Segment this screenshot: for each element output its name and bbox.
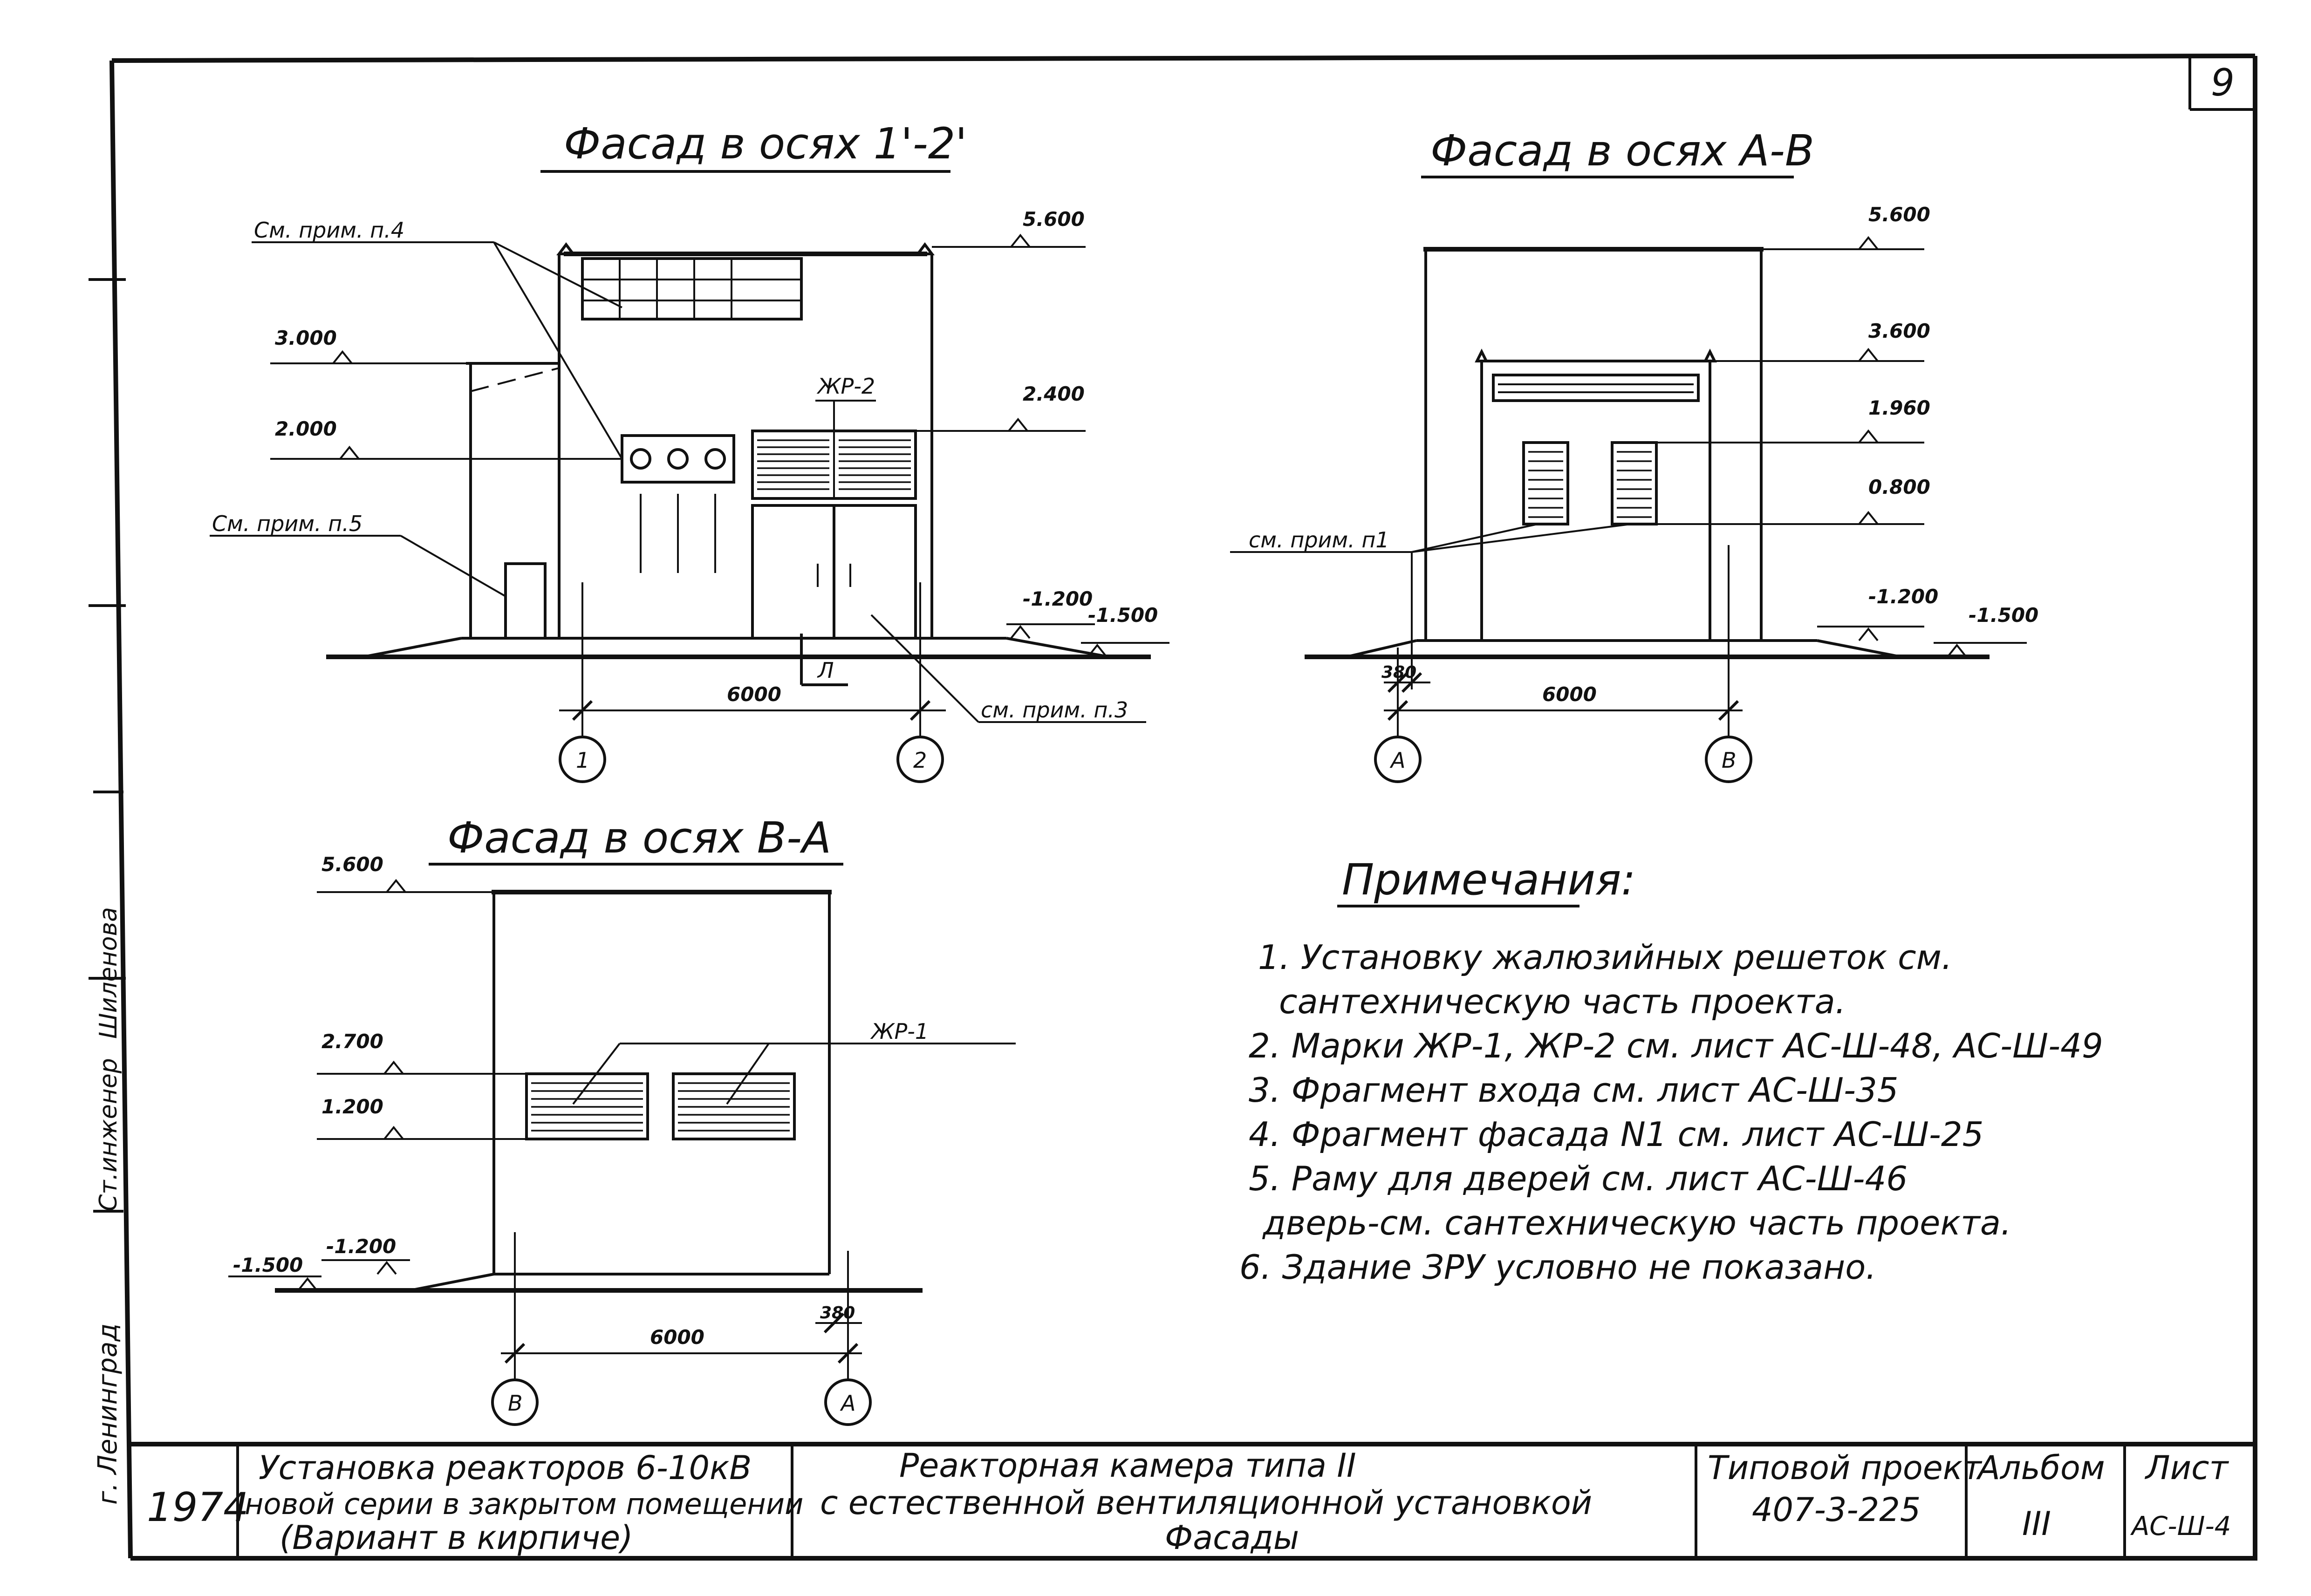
elev-a-v-window-top: 1.960	[1868, 396, 1930, 419]
axis-v2: В	[508, 1391, 523, 1416]
axis-a: А	[1389, 748, 1405, 773]
facade-a-v: Фасад в осях А-В см. прим. п1	[1230, 126, 2038, 783]
elev-1-2-door-top: 2.400	[1023, 382, 1085, 405]
note-line: 6. Здание ЗРУ условно не показано.	[1239, 1248, 1876, 1287]
notes-title: Примечания:	[1342, 855, 1635, 905]
axis-2: 2	[913, 748, 927, 773]
facade-a-v-note1: см. прим. п1	[1249, 527, 1389, 552]
tb-drawing-2: с естественной вентиляционной установкой	[820, 1484, 1592, 1522]
elev-a-v-window-bottom: 0.800	[1868, 476, 1930, 498]
elev-v-a-grille-bottom: 1.200	[321, 1095, 383, 1118]
facade-1-2-door-mark: Л	[817, 658, 834, 683]
tb-drawing-1: Реакторная камера типа II	[899, 1446, 1356, 1485]
note-line: 3. Фрагмент входа см. лист АС-Ш-35	[1249, 1071, 1899, 1110]
tb-sheet-label: Лист	[2144, 1449, 2229, 1487]
elev-a-v-bottom: -1.500	[1969, 604, 2038, 627]
axis-a2: А	[840, 1391, 855, 1416]
facade-v-a-zhr1: ЖР-1	[870, 1019, 929, 1044]
facade-a-v-title: Фасад в осях А-В	[1430, 126, 1814, 176]
dim-v-a-small: 380	[820, 1303, 855, 1323]
elev-a-v-parapet: 3.600	[1868, 320, 1930, 342]
facade-1-2-note5: См. прим. п.5	[212, 511, 362, 536]
side-stamp-name: Шиленова	[95, 907, 123, 1039]
page-number: 9	[2211, 61, 2235, 104]
dim-a-v: 6000	[1542, 683, 1597, 706]
dim-a-v-small: 380	[1381, 663, 1416, 682]
elev-a-v-ground: -1.200	[1868, 585, 1938, 608]
side-stamp: г. Ленинград Ст.инженер Шиленова	[93, 791, 123, 1505]
side-stamp-city: г. Ленинград	[93, 1323, 123, 1505]
dim-1-2: 6000	[727, 683, 781, 706]
tb-album-no: III	[2022, 1505, 2051, 1543]
tb-drawing-3: Фасады	[1165, 1519, 1299, 1557]
elev-a-v-top: 5.600	[1868, 203, 1930, 226]
elev-1-2-bottom: -1.500	[1088, 604, 1158, 627]
axis-1: 1	[576, 748, 589, 773]
tb-subject-3: (Вариант в кирпиче)	[280, 1519, 633, 1557]
dim-v-a: 6000	[650, 1326, 704, 1349]
tb-album-label: Альбом	[1976, 1449, 2105, 1487]
facade-1-2-note3: см. прим. п.3	[981, 697, 1128, 723]
tb-subject-1: Установка реакторов 6-10кВ	[259, 1449, 752, 1487]
elev-v-a-top: 5.600	[321, 853, 383, 876]
elev-1-2-grille: 2.000	[275, 417, 337, 440]
axis-v: В	[1722, 748, 1737, 773]
facade-1-2-zhr2: ЖР-2	[816, 374, 875, 399]
side-stamp-role: Ст.инженер	[95, 1058, 123, 1211]
tb-project-label: Типовой проект	[1708, 1449, 1983, 1487]
facade-v-a-title: Фасад в осях В-А	[447, 813, 831, 863]
elev-1-2-left-top: 3.000	[275, 327, 337, 349]
elev-1-2-ground: -1.200	[1023, 587, 1093, 610]
note-line: 1. Установку жалюзийных решеток см.	[1258, 938, 1952, 977]
elev-1-2-top: 5.600	[1023, 208, 1085, 231]
note-line: 5. Раму для дверей см. лист АС-Ш-46	[1249, 1159, 1908, 1198]
tb-subject-2: новой серии в закрытом помещении	[245, 1487, 803, 1521]
facade-1-2-title: Фасад в осях 1'-2'	[564, 119, 967, 169]
note-line: 2. Марки ЖР-1, ЖР-2 см. лист АС-Ш-48, АС…	[1249, 1026, 2103, 1065]
tb-project-no: 407-3-225	[1752, 1491, 1921, 1529]
elev-v-a-bottom: -1.500	[233, 1254, 303, 1276]
elev-v-a-grille-top: 2.700	[321, 1030, 383, 1053]
sheet-frame	[89, 54, 2257, 1561]
tb-sheet-no: АС-Ш-4	[2130, 1511, 2231, 1541]
note-line: сантехническую часть проекта.	[1279, 982, 1846, 1021]
facade-1-2-note4: См. прим. п.4	[254, 218, 404, 243]
facade-1-2: Фасад в осях 1'-2'	[210, 119, 1169, 783]
tb-year: 1974	[147, 1484, 249, 1531]
notes-section: Примечания: 1. Установку жалюзийных реше…	[1239, 855, 2103, 1287]
title-block: 1974 Установка реакторов 6-10кВ новой се…	[130, 1442, 2255, 1558]
elev-v-a-ground: -1.200	[326, 1235, 396, 1258]
facade-v-a: Фасад в осях В-А ЖР-1 5.600 2.700	[228, 813, 1016, 1426]
note-line: 4. Фрагмент фасада N1 см. лист АС-Ш-25	[1249, 1115, 1983, 1154]
note-line: дверь-см. сантехническую часть проекта.	[1262, 1203, 2011, 1242]
